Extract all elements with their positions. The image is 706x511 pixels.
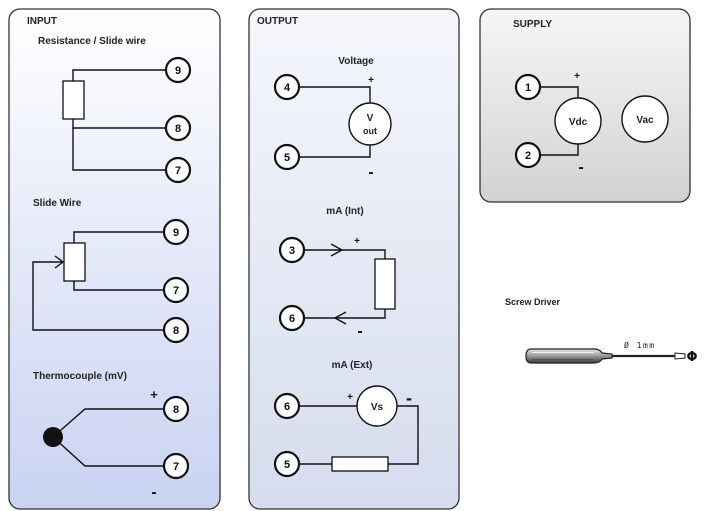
screwdriver-icon	[525, 348, 686, 364]
resistance-circuit: Resistance / Slide wire 9 8 7	[38, 36, 192, 184]
input-title: INPUT	[27, 16, 57, 27]
minus-sign: -	[406, 388, 412, 408]
vout-source	[348, 102, 392, 146]
svg-text:7: 7	[173, 285, 179, 297]
series-resistor	[331, 456, 389, 472]
vout-label: V	[367, 113, 374, 124]
svg-text:7: 7	[173, 461, 179, 473]
terminal-8: 8	[164, 114, 192, 142]
svg-text:5: 5	[284, 459, 290, 471]
ma-ext-title: mA (Ext)	[332, 360, 373, 371]
terminal-8: 8	[162, 395, 190, 423]
slidewire-title: Slide Wire	[33, 198, 82, 209]
vout-label-sub: out	[363, 126, 377, 136]
ma-int-title: mA (Int)	[326, 206, 363, 217]
vac-label: Vac	[636, 115, 654, 126]
terminal-9: 9	[164, 56, 192, 84]
terminal-4: 4	[273, 73, 301, 101]
svg-text:8: 8	[175, 123, 181, 135]
svg-text:6: 6	[289, 313, 295, 325]
current-arrow-out	[333, 311, 347, 325]
plus-sign: +	[354, 236, 360, 247]
thermocouple-junction	[43, 427, 63, 447]
screwdriver-title: Screw Driver	[505, 297, 561, 307]
terminal-8: 8	[162, 316, 190, 344]
minus-sign: -	[368, 164, 373, 181]
svg-text:1: 1	[525, 82, 531, 94]
terminal-7: 7	[162, 276, 190, 304]
voltage-title: Voltage	[338, 56, 374, 67]
ma-int-output-circuit: mA (Int) + - 3 6	[278, 206, 396, 340]
terminal-6: 6	[273, 392, 301, 420]
svg-text:9: 9	[173, 227, 179, 239]
svg-text:6: 6	[284, 401, 290, 413]
plus-sign: +	[347, 392, 353, 403]
svg-text:9: 9	[175, 65, 181, 77]
plus-sign: +	[574, 71, 580, 82]
supply-title: SUPPLY	[513, 19, 552, 30]
minus-sign: -	[151, 484, 156, 501]
minus-sign: -	[578, 159, 583, 176]
output-panel: OUTPUT Voltage V out + - 4 5 mA (Int) + …	[248, 8, 460, 510]
vdc-label: Vdc	[569, 117, 588, 128]
terminal-7: 7	[162, 452, 190, 480]
slidewire-circuit: Slide Wire 9 7 8	[32, 198, 190, 344]
current-arrow-in	[330, 243, 344, 257]
terminal-1: 1	[514, 73, 542, 101]
thermocouple-title: Thermocouple (mV)	[33, 371, 127, 382]
svg-text:4: 4	[284, 82, 291, 94]
terminal-2: 2	[514, 141, 542, 169]
terminal-3: 3	[278, 236, 306, 264]
wiper-arrow	[54, 255, 65, 269]
screwdriver-size: Ø 1mm	[624, 340, 656, 350]
vac-source	[621, 95, 669, 143]
svg-text:3: 3	[289, 245, 295, 257]
slidewire-resistor	[63, 242, 86, 282]
thermocouple-circuit: Thermocouple (mV) + - 8 7	[33, 371, 190, 501]
plus-sign: +	[368, 75, 374, 86]
supply-panel: SUPPLY Vdc Vac + - 1 2	[479, 8, 691, 203]
minus-sign: -	[357, 323, 362, 340]
terminal-5: 5	[273, 450, 301, 478]
svg-text:5: 5	[284, 152, 290, 164]
svg-text:7: 7	[175, 165, 181, 177]
vs-label: Vs	[371, 402, 384, 413]
voltage-output-circuit: Voltage V out + - 4 5	[273, 56, 392, 181]
svg-text:8: 8	[173, 325, 179, 337]
svg-text:8: 8	[173, 404, 179, 416]
input-panel: INPUT Resistance / Slide wire 9 8 7 Slid…	[8, 8, 221, 510]
terminal-7: 7	[164, 156, 192, 184]
terminal-5: 5	[273, 143, 301, 171]
svg-text:2: 2	[525, 150, 531, 162]
ma-ext-output-circuit: mA (Ext) Vs + - 6 5	[273, 360, 419, 478]
screwdriver: Screw Driver Ø 1mm Φ	[505, 297, 698, 365]
terminal-9: 9	[162, 218, 190, 246]
plus-sign: +	[150, 387, 158, 402]
vdc-source	[554, 97, 602, 145]
load-resistor	[374, 258, 396, 310]
screwdriver-tip-symbol: Φ	[686, 350, 697, 365]
terminal-6: 6	[278, 304, 306, 332]
resistance-title: Resistance / Slide wire	[38, 36, 146, 47]
output-title: OUTPUT	[257, 16, 298, 27]
resistor	[62, 80, 85, 120]
